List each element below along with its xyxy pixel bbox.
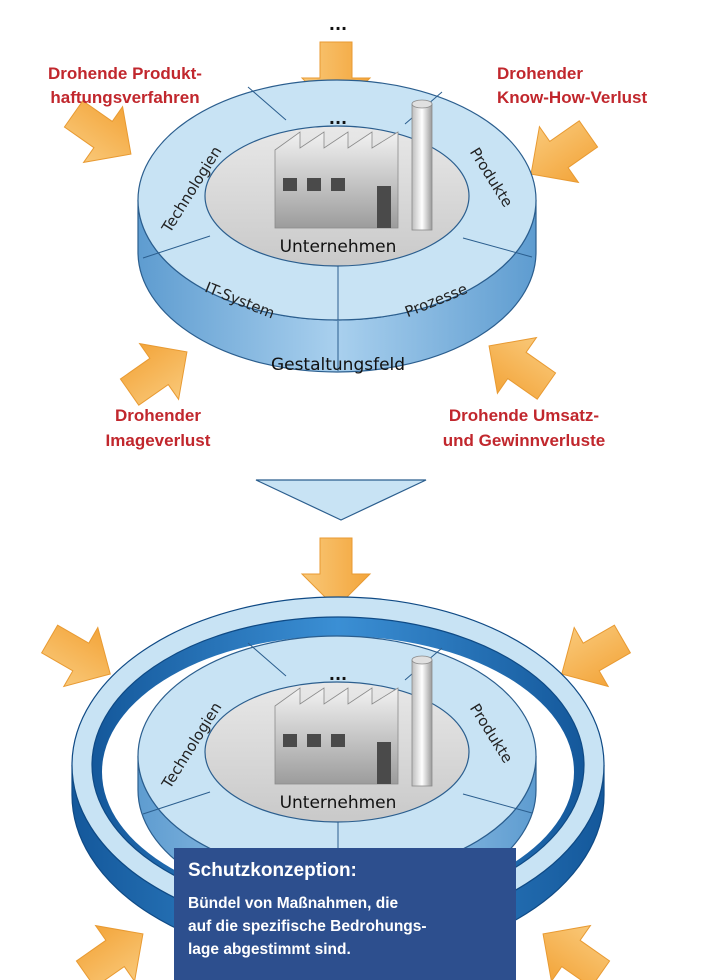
- threat-label-bottom-right-line2: und Gewinnverluste: [443, 431, 605, 450]
- top-ellipsis: ...: [329, 15, 347, 34]
- threat-label-top-right-line2: Know-How-Verlust: [497, 88, 648, 107]
- threat-label-top-left-line2: haftungsverfahren: [50, 88, 199, 107]
- callout-line-1: Bündel von Maßnahmen, die: [188, 895, 399, 912]
- threat-arrow-bottom-left-icon: [65, 905, 163, 980]
- rim-label: Gestaltungsfeld: [271, 355, 405, 375]
- callout-title: Schutzkonzeption:: [188, 860, 357, 881]
- core-label: Unternehmen: [280, 793, 397, 813]
- segment-label-ellipsis: ...: [329, 109, 347, 128]
- transition-arrow-icon: [255, 479, 427, 521]
- core-label: Unternehmen: [280, 237, 397, 257]
- top-diagram: ... Technologien Produkte IT-System Proz…: [53, 41, 609, 421]
- threat-label-top-left-line1: Drohende Produkt-: [48, 64, 202, 83]
- threat-label-bottom-right-line1: Drohende Umsatz-: [449, 406, 599, 425]
- factory-icon: [274, 99, 433, 231]
- factory-icon: [274, 655, 433, 787]
- protection-concept-callout: Schutzkonzeption: Bündel von Maßnahmen, …: [174, 848, 516, 980]
- threat-label-bottom-left-line2: Imageverlust: [106, 431, 211, 450]
- callout-line-2: auf die spezifische Bedrohungs-: [188, 918, 427, 935]
- callout-line-3: lage abgestimmt sind.: [188, 941, 351, 958]
- threat-arrow-bottom-right-icon: [523, 905, 621, 980]
- threat-label-bottom-left-line1: Drohender: [115, 406, 201, 425]
- segment-label-ellipsis: ...: [329, 665, 347, 684]
- threat-label-top-right-line1: Drohender: [497, 64, 583, 83]
